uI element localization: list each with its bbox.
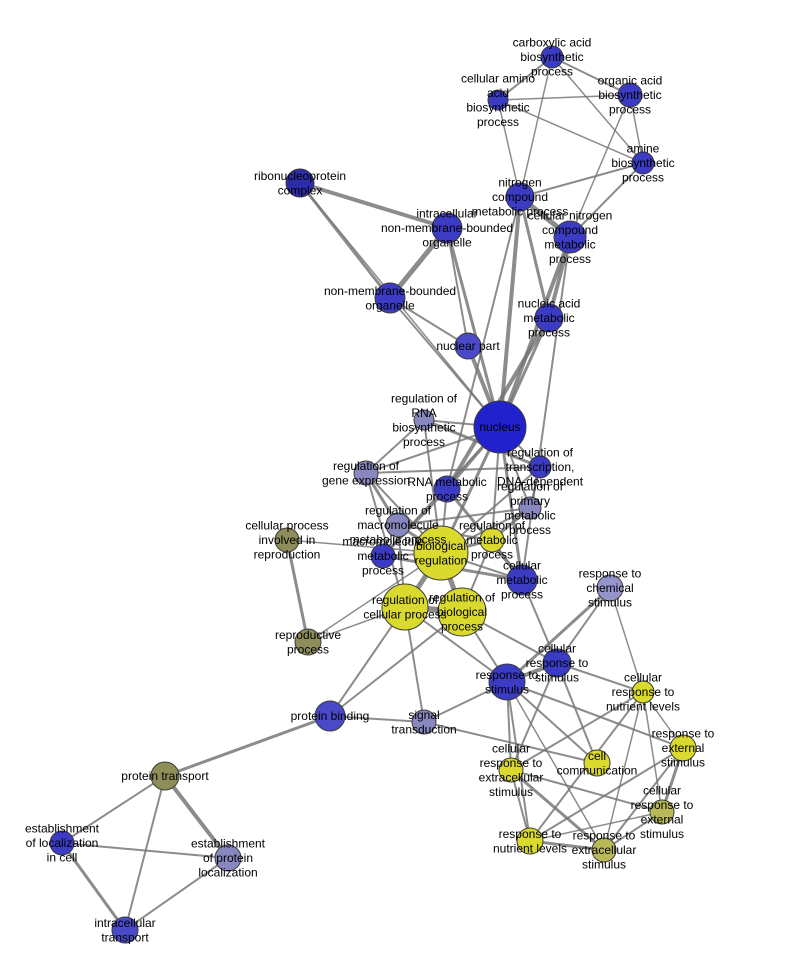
edge-nmb_organelle--nucleus xyxy=(389,297,501,428)
node-nuclear_part[interactable] xyxy=(454,332,482,360)
edge-response_external--response_nutrient xyxy=(529,747,684,842)
node-response_extracellular[interactable] xyxy=(591,837,617,863)
node-cellular_amino_acid_biosyn[interactable] xyxy=(487,89,509,111)
node-regulation_transcription[interactable] xyxy=(528,455,552,479)
node-establishment_protein_localization[interactable] xyxy=(214,844,242,872)
edge-regulation_rna_biosyn--regulation_gene_expression xyxy=(365,419,425,474)
nodes-layer xyxy=(49,45,697,944)
edge-regulation_primary_metab--regulation_macromolecule_metab xyxy=(397,507,531,526)
node-cellular_metabolic[interactable] xyxy=(506,564,538,596)
edge-nitrogen_compound_metab--nucleic_acid_metab xyxy=(518,195,551,320)
edge-cellular_response_stimulus--cellular_response_extracellular xyxy=(510,662,558,771)
node-macromolecule_metab[interactable] xyxy=(370,543,396,569)
node-intracellular_nmb_organelle[interactable] xyxy=(431,212,463,244)
node-regulation_metabolic[interactable] xyxy=(479,527,505,553)
node-regulation_gene_expression[interactable] xyxy=(353,460,379,486)
edge-response_stimulus--response_extracellular xyxy=(506,681,605,851)
edge-response_chemical--cellular_response_stimulus xyxy=(556,587,611,664)
edge-protein_transport--intracellular_transport xyxy=(124,775,166,931)
edge-cellular_response_extracellular--response_extracellular xyxy=(509,768,606,852)
node-cell_communication[interactable] xyxy=(583,749,611,777)
node-protein_binding[interactable] xyxy=(314,700,346,732)
node-biological_regulation[interactable] xyxy=(413,525,469,581)
node-nucleus[interactable] xyxy=(473,400,527,454)
edge-nitrogen_compound_metab--nucleus xyxy=(498,195,522,429)
edge-response_chemical--cellular_response_nutrient xyxy=(609,587,644,693)
edge-response_stimulus--cell_communication xyxy=(506,681,598,764)
edge-cellular_amino_acid_biosyn--amine_biosyn xyxy=(497,99,644,164)
edge-establishment_localization_cell--establishment_protein_localization xyxy=(61,842,229,859)
node-response_stimulus[interactable] xyxy=(488,663,526,701)
edge-cellular_response_extracellular--cellular_response_external xyxy=(510,769,663,813)
node-protein_transport[interactable] xyxy=(150,761,180,791)
node-nmb_organelle[interactable] xyxy=(374,282,406,314)
edge-amine_biosyn--cellular_nitrogen_compound_metab xyxy=(569,162,644,238)
node-response_external[interactable] xyxy=(669,734,697,762)
edge-cellular_response_nutrient--cellular_response_extracellular xyxy=(510,691,644,771)
edge-cellular_response_stimulus--cell_communication xyxy=(556,662,598,764)
edge-protein_binding--regulation_biological_process xyxy=(329,611,463,717)
node-cellular_nitrogen_compound_metab[interactable] xyxy=(553,220,587,254)
edge-cell_communication--signal_transduction xyxy=(423,721,598,764)
edge-organic_acid_biosyn--cellular_nitrogen_compound_metab xyxy=(569,94,631,238)
node-response_nutrient[interactable] xyxy=(516,827,544,855)
edge-carboxylic_acid_biosyn--cellular_amino_acid_biosyn xyxy=(497,56,553,101)
node-regulation_macromolecule_metab[interactable] xyxy=(385,512,411,538)
edge-response_nutrient--cellular_response_external xyxy=(529,811,663,842)
edge-regulation_transcription--regulation_gene_expression xyxy=(365,466,541,474)
node-response_chemical[interactable] xyxy=(596,574,624,602)
node-nucleic_acid_metab[interactable] xyxy=(534,303,564,333)
node-regulation_rna_biosyn[interactable] xyxy=(413,409,435,431)
edge-carboxylic_acid_biosyn--nitrogen_compound_metab xyxy=(519,56,553,198)
node-cellular_response_nutrient[interactable] xyxy=(631,680,655,704)
edge-response_external--response_extracellular xyxy=(603,747,684,851)
edge-response_chemical--response_stimulus xyxy=(505,586,612,684)
node-regulation_cellular_process[interactable] xyxy=(381,583,429,631)
edge-protein_binding--signal_transduction xyxy=(329,715,425,723)
edge-amine_biosyn--nitrogen_compound_metab xyxy=(519,162,644,198)
edge-organic_acid_biosyn--cellular_amino_acid_biosyn xyxy=(497,94,631,101)
edge-cellular_response_stimulus--cellular_response_nutrient xyxy=(556,662,644,693)
node-cellular_response_stimulus[interactable] xyxy=(542,648,572,678)
edge-protein_binding--protein_transport xyxy=(163,714,332,778)
node-nitrogen_compound_metab[interactable] xyxy=(505,182,535,212)
node-carboxylic_acid_biosyn[interactable] xyxy=(540,45,564,69)
node-ribonucleoprotein_complex[interactable] xyxy=(285,168,315,198)
edge-carboxylic_acid_biosyn--amine_biosyn xyxy=(551,56,644,164)
edge-cellular_amino_acid_biosyn--nitrogen_compound_metab xyxy=(497,99,521,198)
node-intracellular_transport[interactable] xyxy=(111,916,139,944)
edge-protein_transport--establishment_localization_cell xyxy=(61,775,166,844)
node-rna_metabolic[interactable] xyxy=(433,475,461,503)
edge-cellular_response_nutrient--cellular_response_external xyxy=(642,691,663,813)
edge-establishment_protein_localization--intracellular_transport xyxy=(124,857,229,931)
edge-establishment_localization_cell--intracellular_transport xyxy=(60,841,127,932)
edge-cellular_process_reproduction--reproductive_process xyxy=(285,538,310,644)
edge-response_stimulus--response_external xyxy=(506,681,684,749)
edge-cellular_nitrogen_compound_metab--cellular_metabolic xyxy=(521,236,571,581)
node-regulation_biological_process[interactable] xyxy=(437,587,487,637)
node-regulation_primary_metab[interactable] xyxy=(518,496,542,520)
node-cellular_process_reproduction[interactable] xyxy=(274,527,300,553)
edge-cellular_nitrogen_compound_metab--nucleus xyxy=(498,235,572,429)
node-organic_acid_biosyn[interactable] xyxy=(617,82,643,108)
node-cellular_response_external[interactable] xyxy=(649,799,675,825)
edge-ribonucleoprotein_complex--intracellular_nmb_organelle xyxy=(298,181,449,230)
node-amine_biosyn[interactable] xyxy=(631,151,655,175)
edge-carboxylic_acid_biosyn--organic_acid_biosyn xyxy=(551,56,631,96)
edges-layer xyxy=(60,56,685,932)
node-signal_transduction[interactable] xyxy=(411,709,437,735)
node-cellular_response_extracellular[interactable] xyxy=(498,757,524,783)
node-reproductive_process[interactable] xyxy=(294,628,322,656)
edge-intracellular_nmb_organelle--nucleus xyxy=(445,226,502,429)
node-establishment_localization_cell[interactable] xyxy=(49,830,75,856)
edge-intracellular_nmb_organelle--nuclear_part xyxy=(446,227,469,347)
edge-protein_transport--establishment_protein_localization xyxy=(163,774,230,860)
